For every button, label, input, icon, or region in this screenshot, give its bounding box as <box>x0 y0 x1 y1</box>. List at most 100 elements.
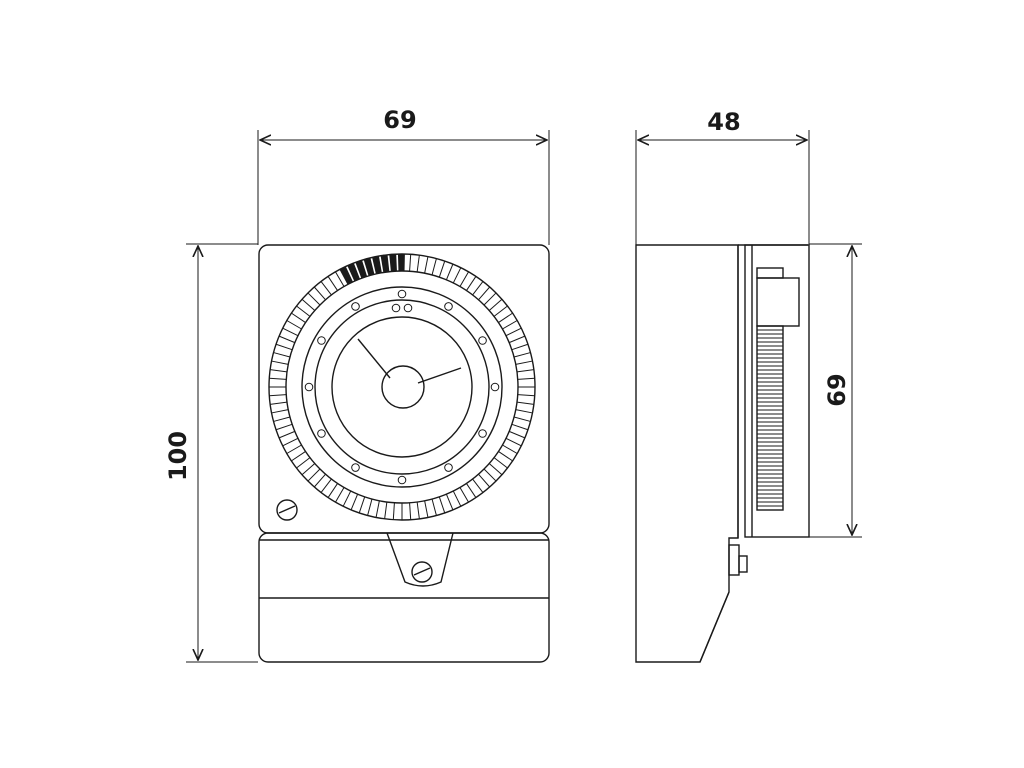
dial-segment <box>424 256 429 274</box>
dial-segment <box>511 423 529 431</box>
dial-segment <box>517 394 535 397</box>
dial-segment <box>270 401 288 405</box>
dial-segment <box>513 416 531 422</box>
dial-segment <box>488 298 503 311</box>
front-width-label: 69 <box>383 106 416 134</box>
dial-segment <box>445 263 454 281</box>
dial-segment <box>286 320 302 330</box>
dial-segment <box>278 430 296 439</box>
front-screw-icon <box>276 499 298 521</box>
dial-segment <box>320 281 332 296</box>
dial-segment <box>438 260 446 278</box>
dial-segment <box>342 490 352 507</box>
dial-segment <box>452 490 462 507</box>
dial-segment <box>498 312 513 323</box>
front-height-label: 100 <box>164 431 192 481</box>
dial-segment <box>335 487 345 503</box>
dial-segment <box>409 254 412 272</box>
dial-segment <box>505 327 522 337</box>
dial-segment <box>445 493 454 511</box>
dial-segment <box>350 493 359 511</box>
dial-hole <box>444 463 453 472</box>
hour-hand <box>357 338 391 379</box>
dial-segment <box>511 343 529 351</box>
dial-segment <box>438 496 446 514</box>
dial-segment <box>358 496 366 514</box>
dial-segment <box>327 483 338 498</box>
dial-hole <box>403 303 413 313</box>
dial-segment <box>291 451 306 462</box>
programming-segments <box>339 254 405 285</box>
dial-hole <box>317 336 326 345</box>
side-height-dimension: 69 <box>809 243 862 538</box>
dial-segment <box>459 271 469 287</box>
dial-segment <box>291 312 306 323</box>
dial-segment <box>375 500 380 518</box>
dial-segment <box>278 335 296 344</box>
dial-segment <box>516 401 534 405</box>
dial-segment <box>282 327 299 337</box>
side-depth-label: 48 <box>707 108 740 136</box>
dial-segment <box>483 292 497 306</box>
dial-segment <box>517 377 535 380</box>
side-depth-dimension: 48 <box>635 108 810 245</box>
dial-segment <box>515 360 533 365</box>
dial-hole <box>444 302 453 311</box>
dial-segment <box>307 468 321 482</box>
dial-hole <box>397 475 407 485</box>
front-view <box>258 244 550 663</box>
dial-segment <box>513 352 531 358</box>
dial-segment <box>313 286 326 301</box>
dial-segment <box>472 478 484 493</box>
cover-screw-icon <box>411 561 433 583</box>
dial-segment <box>335 271 345 287</box>
dial-hole <box>351 302 360 311</box>
front-height-dimension: 100 <box>164 243 258 663</box>
dial-segment <box>478 286 491 301</box>
dial-segment <box>466 483 477 498</box>
dial-segment <box>424 500 429 518</box>
dial-segment <box>502 444 518 454</box>
dial-segment <box>515 409 533 414</box>
dial-segment <box>367 498 373 516</box>
dial-segment <box>275 423 293 431</box>
dial-segment <box>269 377 287 380</box>
dial-segment <box>307 292 321 306</box>
dial-segment <box>270 369 288 373</box>
dial-segment <box>271 360 289 365</box>
dial-segment <box>472 281 484 296</box>
dial-segment <box>301 463 316 476</box>
dial-segment <box>384 501 388 519</box>
dial-segment <box>516 369 534 373</box>
dial-segment <box>273 416 291 422</box>
dial-hole <box>478 336 487 345</box>
dial-segment <box>508 430 526 439</box>
dial-hole <box>490 382 500 392</box>
gear-teeth <box>757 329 783 507</box>
dial-segment <box>320 478 332 493</box>
dial-hole <box>317 429 326 438</box>
dial-segment <box>286 444 302 454</box>
dial-mark-holes <box>304 289 500 485</box>
minute-hand <box>417 367 462 384</box>
dial-segment <box>483 468 497 482</box>
dial-hole <box>391 303 401 313</box>
dial-segment <box>392 502 395 520</box>
dial-segment <box>416 501 420 519</box>
dial-segment <box>508 335 526 344</box>
dial-segment <box>505 437 522 447</box>
terminal-cover-tab <box>386 532 454 587</box>
dial-segment <box>271 409 289 414</box>
dial-segment <box>466 276 477 291</box>
dial-segment <box>459 487 469 503</box>
dial-segment <box>313 473 326 488</box>
dial-hole <box>397 289 407 299</box>
dial-segment <box>478 473 491 488</box>
dial-segment <box>498 451 513 462</box>
dial-segment <box>409 502 412 520</box>
dial-segment <box>301 298 316 311</box>
dial-segment <box>502 320 518 330</box>
dial-segment <box>488 463 503 476</box>
front-width-dimension: 69 <box>257 106 550 245</box>
